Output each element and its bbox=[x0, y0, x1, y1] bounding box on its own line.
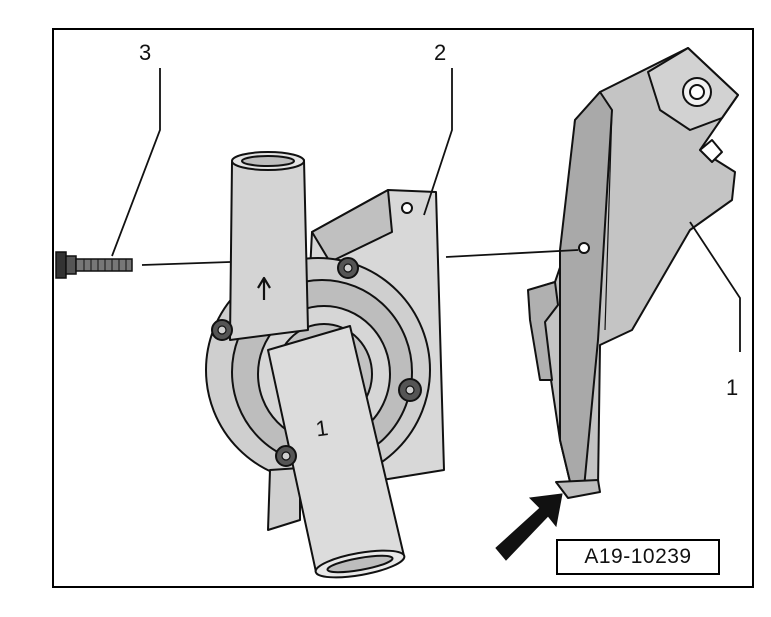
bracket-part-1 bbox=[527, 47, 739, 499]
pump-bolts bbox=[211, 257, 422, 467]
figure-reference-label: A19-10239 bbox=[584, 545, 692, 568]
leader-lines bbox=[111, 68, 741, 352]
bolt-part-3 bbox=[55, 251, 133, 279]
pump-part-2 bbox=[205, 151, 445, 579]
arrow-icon bbox=[495, 493, 563, 561]
callout-3: 3 bbox=[139, 40, 151, 65]
callout-1: 1 bbox=[726, 375, 738, 400]
callout-2: 2 bbox=[434, 40, 446, 65]
pump-flow-mark: 1 bbox=[314, 415, 330, 441]
figure-reference-box: A19-10239 bbox=[556, 539, 720, 575]
